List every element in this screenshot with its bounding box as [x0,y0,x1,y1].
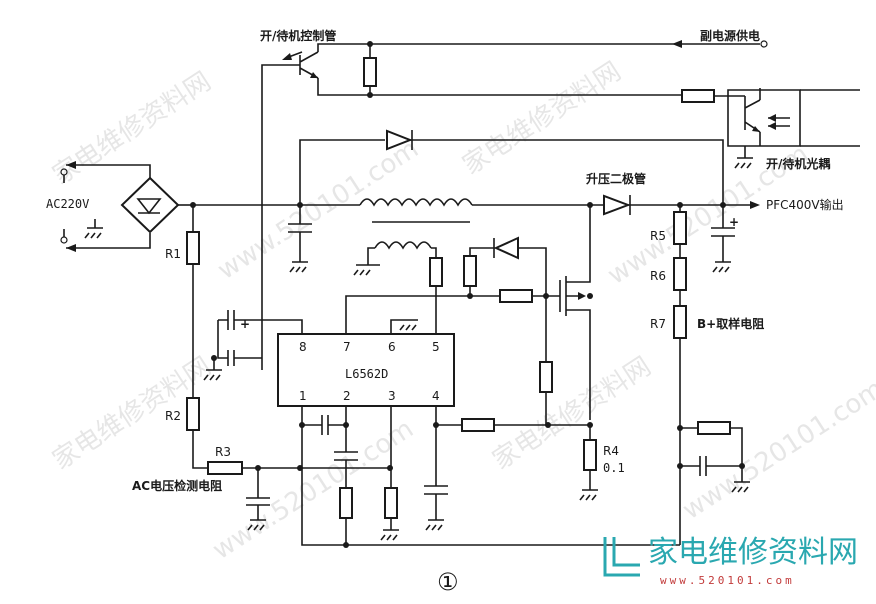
figure-number: ① [437,568,459,596]
watermark-text: 家电维修资料网 [457,57,626,181]
pin6-label: 6 [388,340,396,354]
resistor-r6 [673,257,687,291]
r1-label: R1 [165,247,181,261]
logo-text: 家电维修资料网 [648,535,858,570]
ic-l6562d: L6562D 8 7 6 5 1 2 3 4 + [203,205,680,548]
ic-body [277,333,455,407]
resistor-r4 [583,439,597,471]
vcc-cap-plus: + [240,317,250,331]
input-filter-cap [288,205,312,273]
ac-input-label: AC220V [46,197,89,211]
pfc-output-label: PFC400V输出 [766,197,844,212]
standby-transistor-label: 开/待机控制管 [260,28,336,43]
r4-value: 0.1 [603,461,625,475]
pin3-label: 3 [388,389,396,403]
r3-label: R3 [215,445,231,459]
b-plus-sampling-ladder: R5 R6 R7 B+取样电阻 [650,205,764,545]
resistor-r1 [186,231,200,265]
output-capacitor: + [711,205,739,273]
resistor-r3 [207,461,243,475]
r6-label: R6 [650,269,666,283]
pfc-inductor [353,198,604,296]
boost-diode: 升压二极管 PFC400V输出 [586,171,844,216]
optocoupler: 开/待机光耦 [727,88,860,171]
bypass-diode [299,129,724,205]
ic-name: L6562D [345,367,388,381]
ac-input: AC220V [46,161,151,252]
site-logo: 家电维修资料网 www.520101.com [603,535,858,587]
watermark-url: www.520101.com [677,374,876,526]
optocoupler-label: 开/待机光耦 [766,156,830,171]
sampling-resistor-label: B+取样电阻 [697,316,764,331]
r2-label: R2 [165,409,181,423]
resistor-r5 [673,211,687,245]
aux-supply-label: 副电源供电 [700,28,760,43]
watermark-text: 家电维修资料网 [47,67,216,191]
watermark-text: 家电维修资料网 [487,352,656,476]
pin2-label: 2 [343,389,351,403]
r1-r2-divider: R1 R2 R3 AC电压检测电阻 [132,205,393,531]
pin7-label: 7 [343,340,351,354]
ac-detect-label: AC电压检测电阻 [132,478,222,493]
r7-label: R7 [650,317,666,331]
r4-label: R4 [603,444,619,458]
pin5-label: 4 [432,389,440,403]
r5-label: R5 [650,229,666,243]
pin8-label: 8 [299,340,307,354]
resistor-r7 [673,305,687,339]
resistor-r2 [186,397,200,431]
logo-url: www.520101.com [660,574,795,587]
pin5-label: 5 [432,340,440,354]
boost-diode-label: 升压二极管 [586,171,646,186]
watermark-url: www.520101.com [212,134,424,286]
bridge-rectifier [120,176,190,234]
output-cap-plus: + [729,215,739,229]
pin1-label: 1 [299,389,307,403]
standby-transistor: 开/待机控制管 副电源供电 [260,28,768,370]
